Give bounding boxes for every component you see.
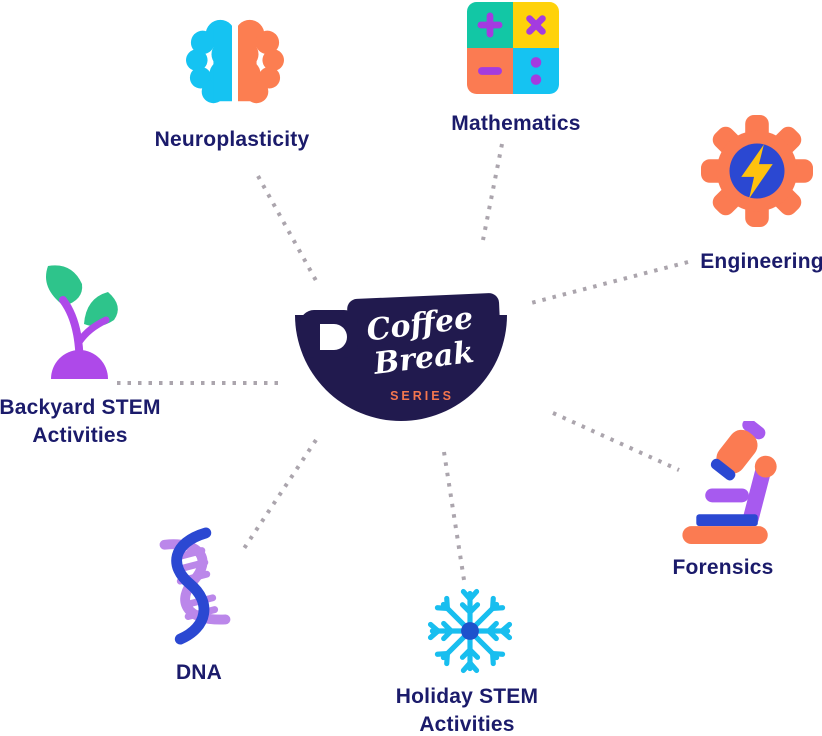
snowflake-icon: [427, 588, 513, 674]
label-dna: DNA: [175, 661, 223, 684]
connector-dna: [241, 438, 318, 552]
connector-holiday-stem: [442, 451, 466, 581]
dna-helix-icon: [159, 527, 231, 645]
label-holiday-stem-line2: Activities: [419, 713, 515, 736]
logo-subtitle: SERIES: [390, 389, 454, 403]
label-backyard-stem: Backyard STEM Activities: [0, 394, 180, 450]
cup-handle-hole: [320, 324, 347, 350]
math-operations-icon: [467, 2, 559, 94]
connector-mathematics: [481, 143, 504, 241]
microscope-icon: [682, 421, 777, 545]
lightning-bolt-icon: [741, 144, 773, 199]
gear-lightning-icon: [701, 115, 813, 227]
label-neuroplasticity: Neuroplasticity: [154, 128, 310, 151]
label-holiday-stem-line1: Holiday STEM: [395, 685, 539, 708]
brain-icon: [186, 19, 284, 104]
label-forensics: Forensics: [672, 556, 774, 579]
label-engineering: Engineering: [700, 250, 822, 273]
coffee-cup-icon: [295, 293, 507, 421]
label-backyard-stem-line2: Activities: [32, 424, 128, 447]
coffee-break-series-logo: Coffee Break SERIES: [293, 293, 509, 423]
label-backyard-stem-line1: Backyard STEM: [0, 396, 161, 419]
snowflake-center-dot: [461, 622, 479, 640]
label-holiday-stem: Holiday STEM Activities: [367, 683, 567, 736]
connector-forensics: [552, 411, 680, 472]
label-mathematics: Mathematics: [451, 112, 581, 135]
connector-neuroplasticity: [256, 175, 321, 287]
plant-sprout-icon: [46, 265, 118, 379]
